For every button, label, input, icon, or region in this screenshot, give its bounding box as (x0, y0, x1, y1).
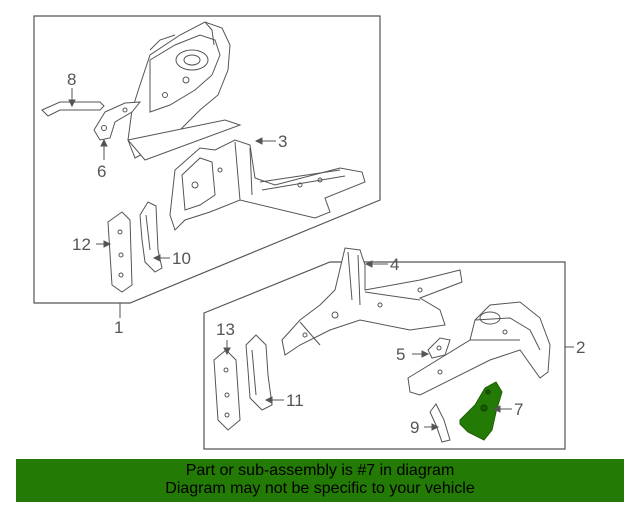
callout-6: 6 (97, 162, 106, 181)
part-6-bracket (93, 101, 142, 141)
callout-4: 4 (390, 255, 399, 274)
lower-rail-part (407, 301, 551, 396)
banner-line-part-number: Part or sub-assembly is #7 in diagram (185, 462, 455, 479)
front-apron-part (127, 21, 242, 161)
part-13-reinforcement (213, 349, 241, 431)
side-member-part (169, 139, 366, 231)
leader-lines (68, 88, 512, 431)
callout-13: 13 (216, 320, 235, 339)
part-11-reinforcement (245, 334, 273, 411)
part-4-rail-assembly (281, 247, 463, 356)
part-9-bracket (429, 403, 451, 443)
info-banner: Part or sub-assembly is #7 in diagram Di… (16, 459, 624, 502)
callout-1: 1 (114, 318, 123, 337)
callout-2: 2 (576, 338, 585, 357)
part-12-reinforcement (107, 211, 133, 293)
callout-9: 9 (410, 418, 419, 437)
group-2-box (203, 261, 566, 450)
callout-5: 5 (396, 345, 405, 364)
callout-3: 3 (278, 132, 287, 151)
callout-7: 7 (514, 400, 523, 419)
callout-12: 12 (72, 235, 91, 254)
part-10-reinforcement (139, 201, 163, 273)
part-5-bracket (427, 337, 451, 359)
callout-10: 10 (172, 249, 191, 268)
banner-line-disclaimer: Diagram may not be specific to your vehi… (165, 480, 475, 497)
callout-11: 11 (286, 391, 304, 410)
part-8-rail (41, 101, 105, 117)
callout-8: 8 (67, 70, 76, 89)
part-7-highlighted-bracket (459, 381, 503, 441)
